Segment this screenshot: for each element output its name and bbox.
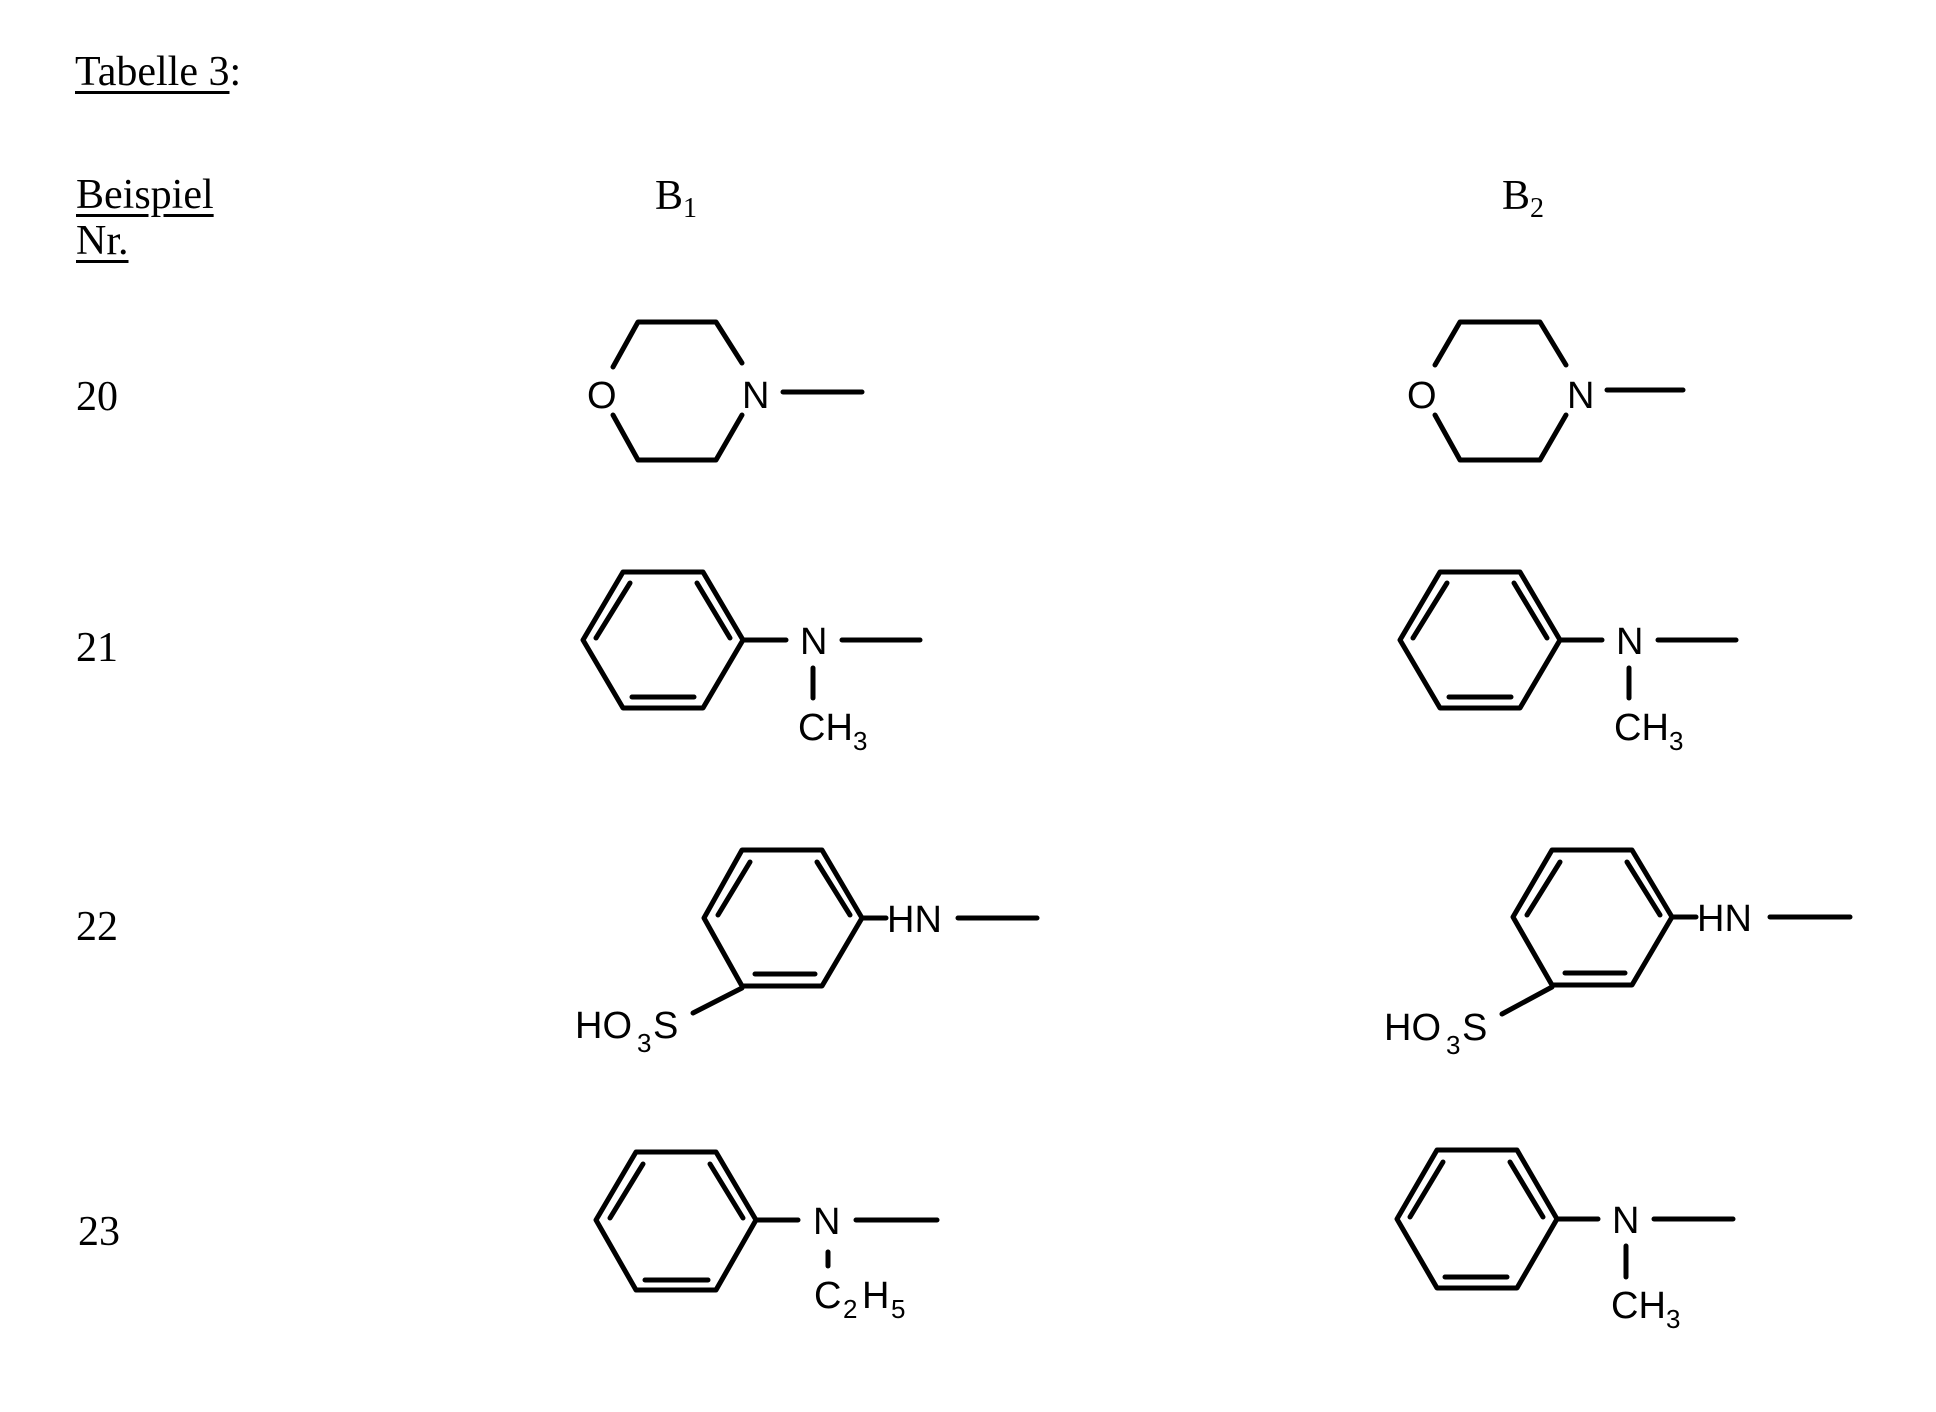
ethyl-h-index: 5 xyxy=(891,1294,905,1324)
header-b1: B1 xyxy=(655,172,697,225)
header-example-line1: Beispiel xyxy=(76,172,214,218)
structure-row23-b2-n-methylanilino: N CH 3 xyxy=(1394,1147,1736,1334)
row-number-23: 23 xyxy=(78,1209,120,1255)
header-b2-index: 2 xyxy=(1530,193,1545,224)
amino-hn-label: HN xyxy=(887,899,942,941)
header-example-number: Beispiel Nr. xyxy=(76,172,214,264)
header-b1-index: 1 xyxy=(683,193,698,224)
atom-n-label: N xyxy=(813,1201,840,1243)
header-example-line2: Nr. xyxy=(76,218,129,264)
ethyl-c-label: C xyxy=(814,1275,841,1317)
structure-row20-b1-morpholine: O N xyxy=(587,319,865,463)
atom-o-label: O xyxy=(1407,375,1437,417)
atom-n-label: N xyxy=(800,621,827,663)
structure-row22-b1-3-sulfoanilino: HN HO 3 S xyxy=(575,847,1040,1058)
table-title-colon: : xyxy=(229,49,242,95)
row-number-20: 20 xyxy=(76,374,118,420)
atom-n-label: N xyxy=(742,375,769,417)
atom-n-label: N xyxy=(1616,621,1643,663)
methyl-label: CH xyxy=(798,707,853,749)
methyl-label: CH xyxy=(1614,707,1669,749)
ethyl-h-label: H xyxy=(862,1275,889,1317)
methyl-index: 3 xyxy=(853,726,867,756)
structure-row21-b2-n-methylanilino: N CH 3 xyxy=(1397,569,1739,756)
ethyl-c-index: 2 xyxy=(843,1294,857,1324)
sulfo-ho-label: HO xyxy=(575,1005,632,1047)
sulfo-index: 3 xyxy=(637,1028,651,1058)
atom-n-label: N xyxy=(1567,375,1594,417)
methyl-index: 3 xyxy=(1666,1304,1680,1334)
header-b1-letter: B xyxy=(655,173,684,219)
atom-n-label: N xyxy=(1612,1200,1639,1242)
sulfo-s-label: S xyxy=(653,1005,678,1047)
sulfo-ho-label: HO xyxy=(1384,1007,1441,1049)
atom-o-label: O xyxy=(587,375,617,417)
table-title-text: Tabelle 3 xyxy=(75,49,230,95)
sulfo-index: 3 xyxy=(1446,1030,1460,1060)
structure-row20-b2-morpholine: O N xyxy=(1407,319,1686,463)
structure-row23-b1-n-ethylanilino: N C 2 H 5 xyxy=(593,1149,940,1324)
row-number-22: 22 xyxy=(76,904,118,950)
structure-row21-b1-n-methylanilino: N CH 3 xyxy=(580,569,923,756)
sulfo-s-label: S xyxy=(1462,1007,1487,1049)
table-title: Tabelle 3: xyxy=(75,48,241,96)
structure-row22-b2-3-sulfoanilino: HN HO 3 S xyxy=(1384,847,1853,1060)
header-b2-letter: B xyxy=(1502,173,1531,219)
methyl-label: CH xyxy=(1611,1285,1666,1327)
header-b2: B2 xyxy=(1502,172,1544,225)
amino-hn-label: HN xyxy=(1697,898,1752,940)
row-number-21: 21 xyxy=(76,625,118,671)
methyl-index: 3 xyxy=(1669,726,1683,756)
